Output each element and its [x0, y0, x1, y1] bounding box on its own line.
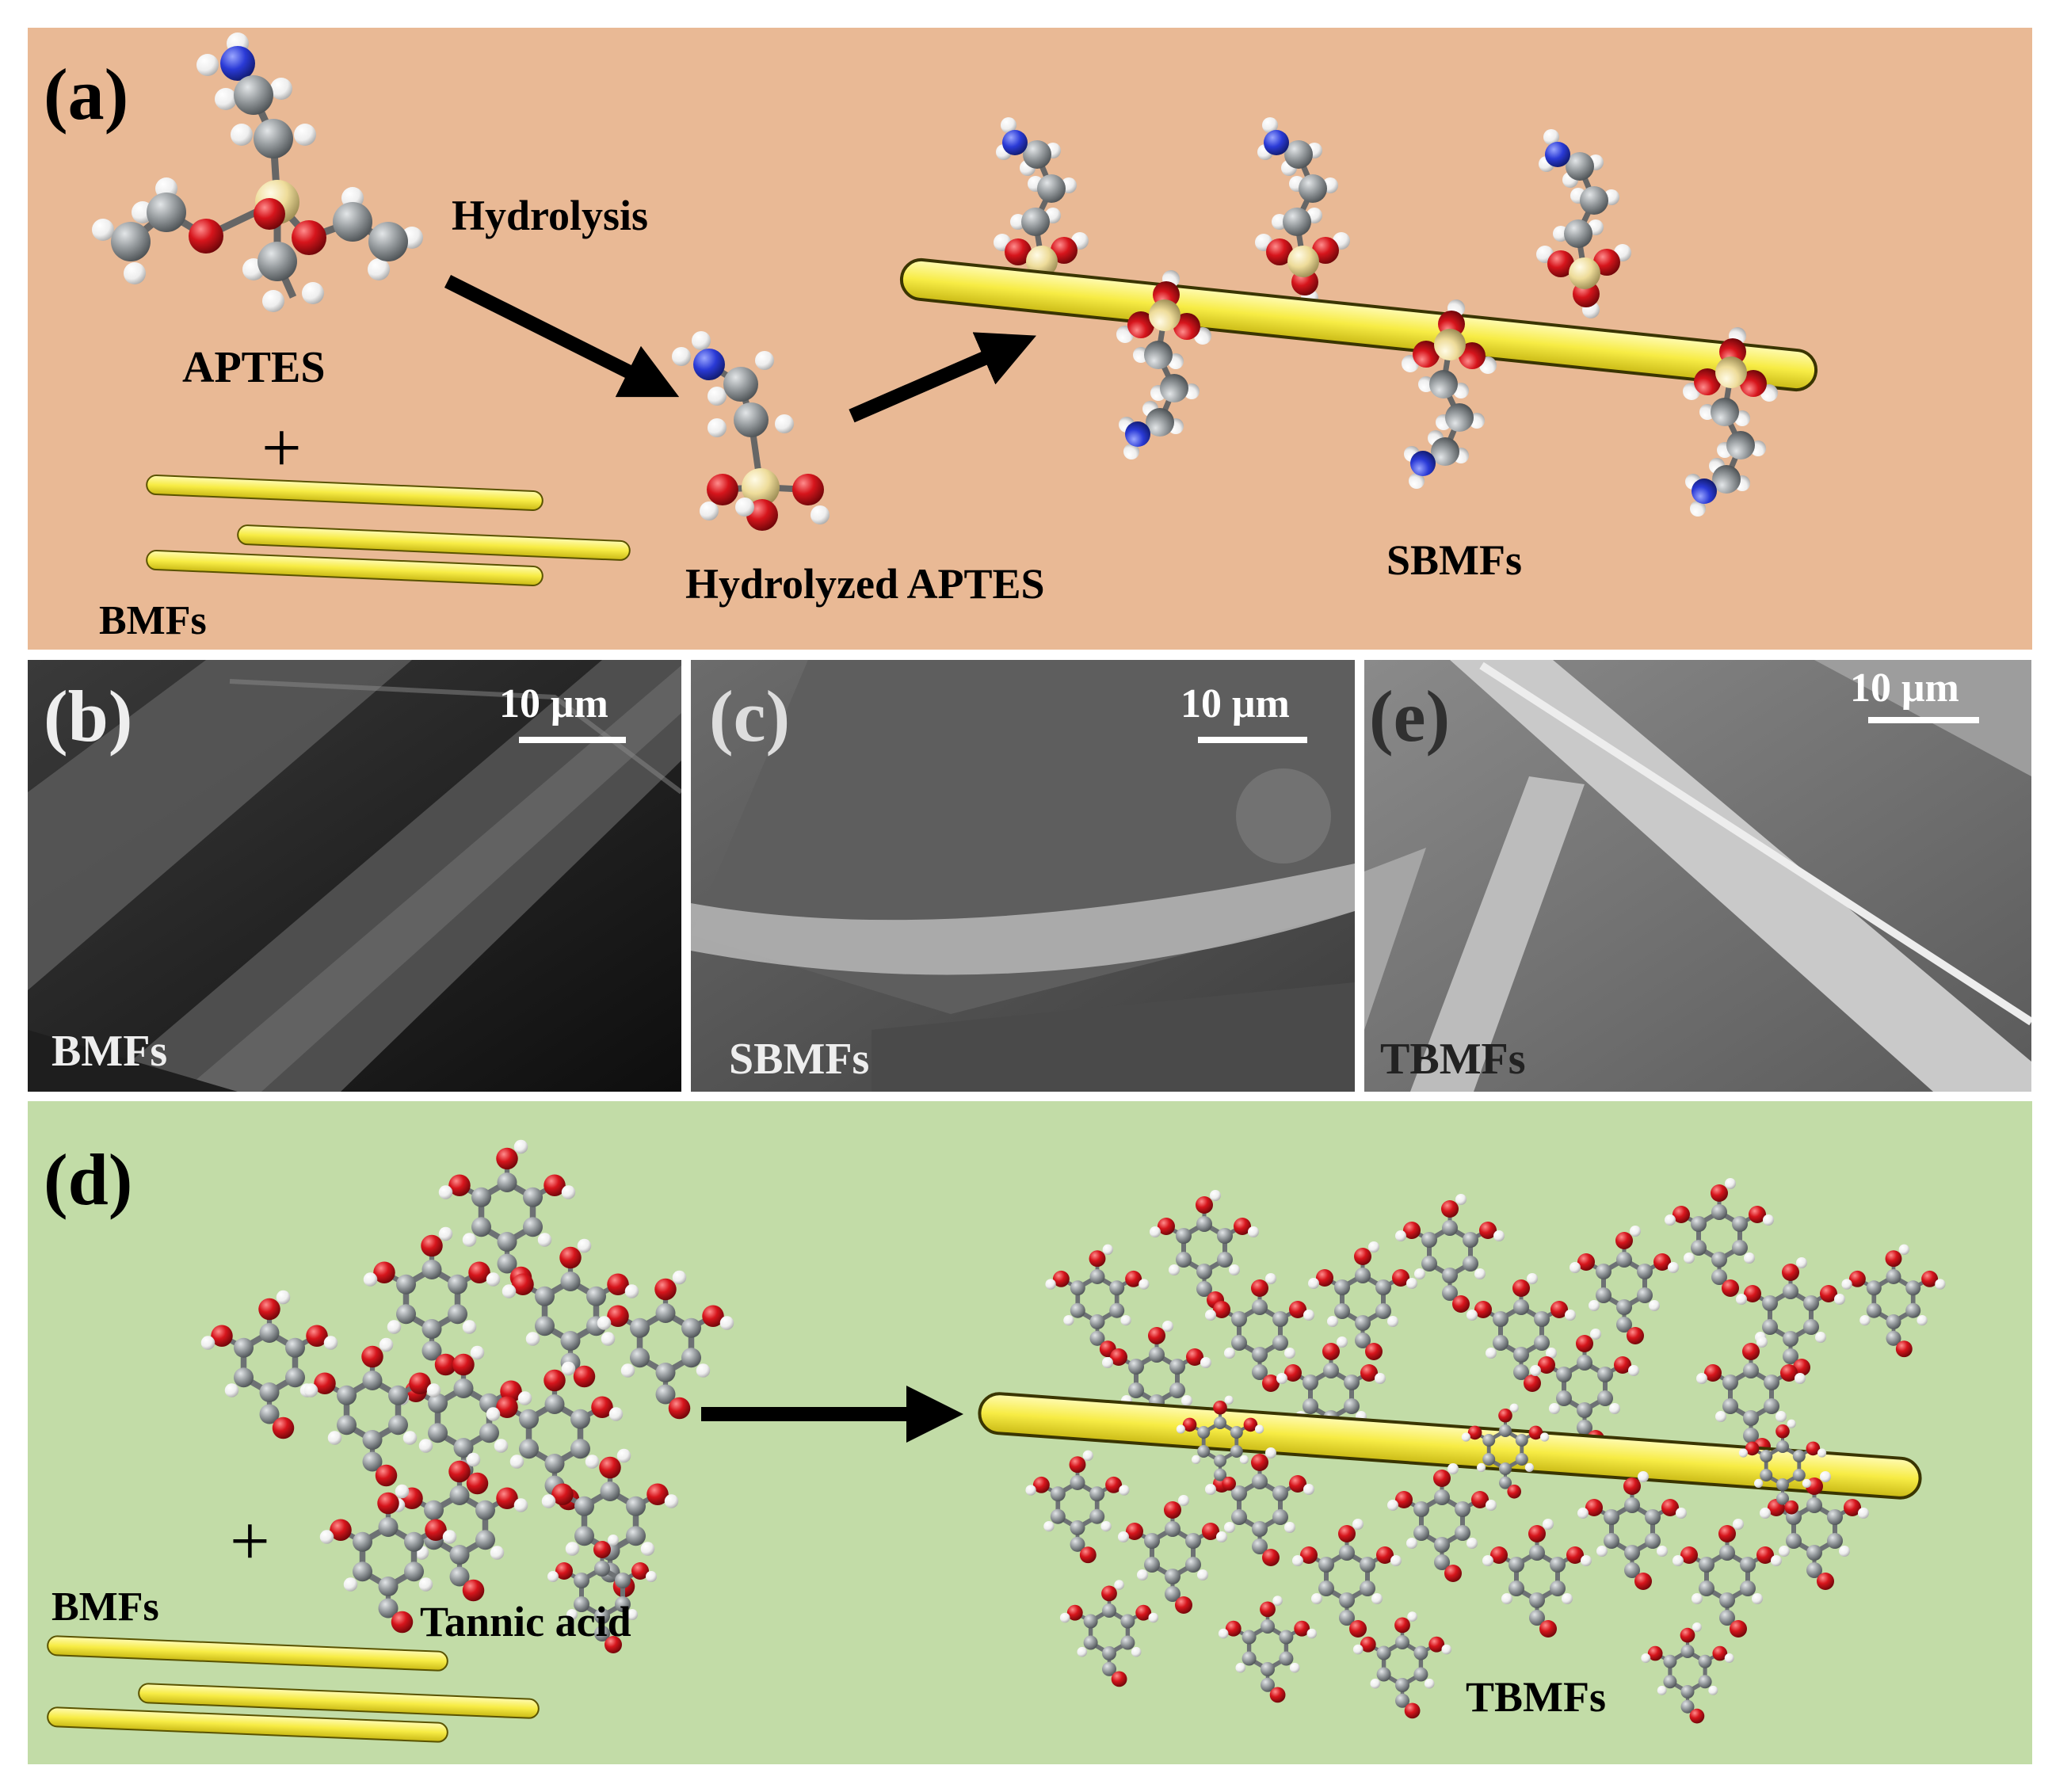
bmf-fibers-d: [47, 1635, 540, 1743]
sem-c-panel-label: (c): [709, 676, 790, 757]
sem-c-caption: SBMFs: [729, 1035, 869, 1084]
sem-e-scale-label: 10 μm: [1850, 665, 1959, 711]
sem-b-caption: BMFs: [51, 1027, 167, 1076]
tannic-acid-label: Tannic acid: [420, 1598, 631, 1645]
tbmf-product: [978, 1178, 1946, 1723]
sem-e-scale-bar: [1868, 717, 1979, 723]
hydrolysis-label: Hydrolysis: [452, 192, 648, 239]
sem-b-scale-label: 10 μm: [499, 681, 608, 726]
sem-e-panel-label: (e): [1369, 676, 1450, 757]
sbmf-product: [899, 117, 1818, 517]
sem-b-scale-bar: [519, 737, 626, 743]
sem-e-caption: TBMFs: [1380, 1035, 1526, 1084]
sem-image-e: (e) 10 μm TBMFs: [1364, 660, 2031, 1092]
bmf-fibers-a: [146, 475, 631, 586]
sem-image-b: (b) 10 μm BMFs: [28, 660, 681, 1092]
hydrolyzed-aptes-molecule: [672, 331, 830, 531]
aptes-label: APTES: [182, 343, 326, 392]
sbmfs-label: SBMFs: [1386, 536, 1522, 584]
sem-c-scale-label: 10 μm: [1180, 681, 1290, 726]
panel-d: (d) + Tannic acid BMFs: [28, 1101, 2032, 1764]
sem-c-scale-bar: [1198, 737, 1307, 743]
sem-image-c: (c) 10 μm SBMFs: [691, 660, 1355, 1092]
bmfs-label-a: BMFs: [99, 598, 207, 643]
plus-sign-a: +: [261, 409, 302, 487]
hydrolysis-arrow: [444, 274, 680, 398]
sbmf-fiber: [899, 257, 1818, 392]
tbmfs-label: TBMFs: [1466, 1673, 1606, 1721]
panel-a-label: (a): [44, 54, 128, 135]
panel-a: (a): [28, 28, 2032, 650]
grafting-arrow: [849, 332, 1037, 423]
bmfs-label-d: BMFs: [51, 1584, 159, 1630]
hydrolyzed-aptes-label: Hydrolyzed APTES: [685, 560, 1045, 608]
plus-sign-d: +: [230, 1502, 270, 1580]
aptes-molecule: [92, 32, 423, 312]
sem-b-panel-label: (b): [44, 676, 132, 757]
panel-d-label: (d): [44, 1139, 132, 1220]
